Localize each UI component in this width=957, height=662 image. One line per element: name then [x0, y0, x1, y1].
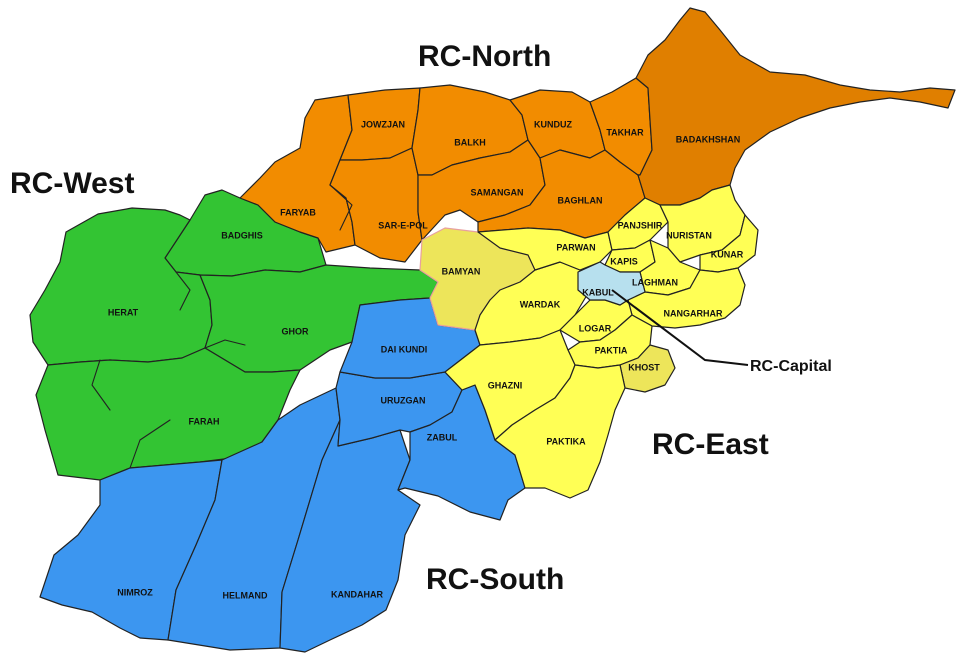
internal-border	[204, 339, 246, 349]
label-zabul: ZABUL	[427, 432, 458, 442]
label-kandahar: KANDAHAR	[331, 589, 383, 599]
province-nimroz[interactable]	[39, 459, 223, 641]
label-khost: KHOST	[628, 362, 660, 372]
label-takhar: TAKHAR	[606, 127, 644, 137]
label-panjshir: PANJSHIR	[618, 220, 663, 230]
label-wardak: WARDAK	[520, 299, 561, 309]
label-jowzjan: JOWZJAN	[361, 119, 405, 129]
label-samangan: SAMANGAN	[471, 187, 524, 197]
label-logar: LOGAR	[579, 323, 612, 333]
label-faryab: FARYAB	[280, 207, 316, 217]
label-paktika: PAKTIKA	[546, 436, 586, 446]
label-kunduz: KUNDUZ	[534, 119, 572, 129]
region-north	[239, 7, 956, 263]
region-west	[29, 189, 439, 481]
label-nimroz: NIMROZ	[117, 587, 153, 597]
label-balkh: BALKH	[454, 137, 486, 147]
province-labels: JOWZJAN BALKH KUNDUZ TAKHAR BADAKHSHAN F…	[108, 119, 744, 600]
province-badakhshan[interactable]	[635, 7, 956, 206]
internal-border	[329, 184, 353, 231]
label-laghman: LAGHMAN	[632, 277, 678, 287]
label-nuristan: NURISTAN	[666, 230, 712, 240]
internal-border	[129, 419, 171, 469]
label-badghis: BADGHIS	[221, 230, 263, 240]
province-khost[interactable]	[619, 344, 676, 393]
region-south	[39, 297, 526, 653]
label-bamyan: BAMYAN	[442, 266, 481, 276]
label-rc-west: RC-West	[10, 167, 134, 200]
label-herat: HERAT	[108, 307, 139, 317]
province-sar-e-pol[interactable]	[329, 147, 423, 263]
label-rc-north: RC-North	[418, 40, 551, 73]
region-east	[419, 184, 759, 499]
label-dai-kundi: DAI KUNDI	[381, 344, 428, 354]
label-nangarhar: NANGARHAR	[664, 308, 723, 318]
label-farah: FARAH	[189, 416, 220, 426]
label-rc-east: RC-East	[652, 428, 769, 461]
label-helmand: HELMAND	[223, 590, 268, 600]
region-labels: RC-North RC-West RC-East RC-South RC-Cap…	[10, 40, 832, 596]
label-baghlan: BAGHLAN	[558, 195, 603, 205]
province-kabul[interactable]	[577, 261, 646, 306]
rc-capital-leader-line	[611, 289, 749, 366]
label-kunar: KUNAR	[711, 249, 744, 259]
label-rc-capital: RC-Capital	[750, 358, 832, 375]
label-kabul: KABUL	[582, 287, 614, 297]
province-paktika[interactable]	[494, 364, 626, 499]
label-badakhshan: BADAKHSHAN	[676, 134, 741, 144]
region-capital	[577, 261, 646, 306]
internal-border	[91, 359, 111, 411]
label-ghor: GHOR	[282, 326, 310, 336]
label-sar-e-pol: SAR-E-POL	[378, 220, 428, 230]
label-ghazni: GHAZNI	[488, 380, 523, 390]
label-parwan: PARWAN	[556, 242, 595, 252]
label-kapisa: KAPIS	[610, 256, 638, 266]
label-rc-south: RC-South	[426, 563, 564, 596]
label-uruzgan: URUZGAN	[381, 395, 426, 405]
label-paktia: PAKTIA	[595, 345, 628, 355]
internal-border	[175, 271, 191, 311]
